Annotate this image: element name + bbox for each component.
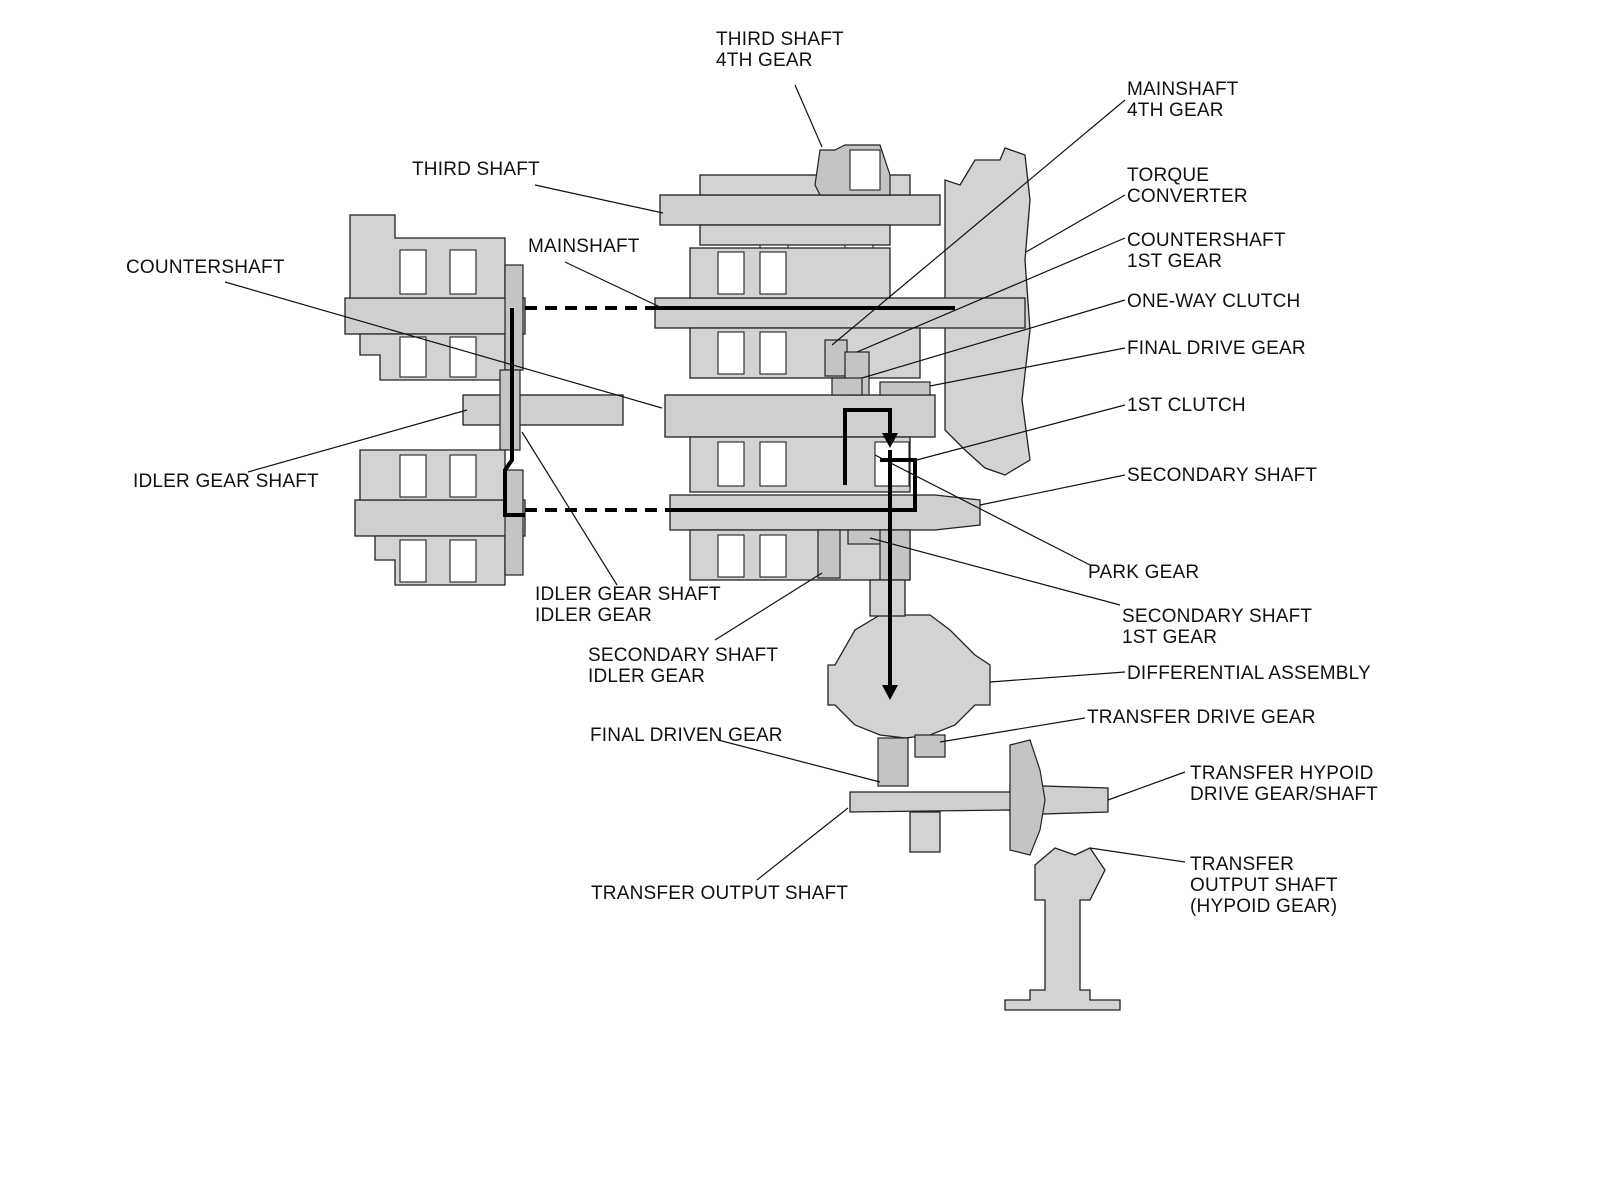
leader-countershaft-1st-gear xyxy=(856,237,1126,353)
left-lower-pack-1 xyxy=(399,454,427,498)
label-first-clutch: 1ST CLUTCH xyxy=(1127,395,1246,416)
label-secondary-shaft-1st-gear: SECONDARY SHAFT 1ST GEAR xyxy=(1122,606,1317,648)
third-shaft-body xyxy=(659,194,941,226)
power-flow-arrowhead-clutch xyxy=(882,433,898,448)
leader-transfer-drive-gear xyxy=(939,717,1086,743)
secondary-shaft-pack-2 xyxy=(759,534,787,578)
label-countershaft: COUNTERSHAFT xyxy=(126,257,285,278)
secondary-shaft-idler-gear xyxy=(817,529,841,579)
leader-differential-assembly xyxy=(989,671,1126,683)
label-idler-gear-shaft: IDLER GEAR SHAFT xyxy=(133,471,319,492)
left-upper-gear-cluster xyxy=(349,214,506,299)
label-idler-gear-shaft-idler-gear: IDLER GEAR SHAFT IDLER GEAR xyxy=(535,584,726,626)
transfer-drive-gear xyxy=(914,734,946,758)
leader-final-driven-gear xyxy=(717,739,881,783)
label-mainshaft: MAINSHAFT xyxy=(528,236,640,257)
left-upper-pack-4 xyxy=(449,336,477,378)
leader-final-drive-gear xyxy=(929,347,1126,387)
left-upper-pack-3 xyxy=(399,336,427,378)
label-countershaft-1st-gear: COUNTERSHAFT 1ST GEAR xyxy=(1127,230,1291,272)
leader-mainshaft-4th-gear xyxy=(831,99,1126,346)
leader-transfer-hypoid-drive-gear-shaft xyxy=(1107,771,1186,801)
park-gear xyxy=(879,529,911,581)
label-one-way-clutch: ONE-WAY CLUTCH xyxy=(1127,291,1300,312)
idler-gear-shaft xyxy=(462,394,624,426)
callout-labels: THIRD SHAFT 4TH GEAR THIRD SHAFT MAINSHA… xyxy=(126,29,1379,917)
left-lower-lower-cluster xyxy=(374,535,506,586)
power-flow-left-vertical xyxy=(503,308,525,517)
countershaft-pack-1 xyxy=(717,441,745,487)
label-third-shaft-4th-gear: THIRD SHAFT 4TH GEAR xyxy=(716,29,849,71)
label-differential-assembly: DIFFERENTIAL ASSEMBLY xyxy=(1127,663,1371,684)
one-way-clutch xyxy=(831,377,863,396)
left-lower-pack-2 xyxy=(449,454,477,498)
leader-one-way-clutch xyxy=(861,299,1126,379)
label-final-drive-gear: FINAL DRIVE GEAR xyxy=(1127,338,1306,359)
transfer-output-shaft xyxy=(849,784,1109,816)
secondary-shaft-pack-1 xyxy=(717,534,745,578)
secondary-shaft-body xyxy=(669,494,981,531)
final-driven-gear xyxy=(877,737,909,787)
left-lower-pack-4 xyxy=(449,539,477,583)
leader-idler-gear-shaft xyxy=(247,409,468,473)
label-mainshaft-4th-gear: MAINSHAFT 4TH GEAR xyxy=(1127,79,1244,121)
mainshaft-pack-1 xyxy=(717,251,745,295)
left-lower-gear-cluster xyxy=(359,449,506,501)
mainshaft-pack-3 xyxy=(717,331,745,375)
mainshaft-body xyxy=(654,297,1026,329)
differential-upper-neck xyxy=(869,579,906,617)
third-shaft-lower-housing xyxy=(699,224,891,246)
countershaft-body xyxy=(664,394,936,438)
left-upper-shaft xyxy=(344,297,526,335)
mainshaft-pack-4 xyxy=(759,331,787,375)
label-torque-converter: TORQUE CONVERTER xyxy=(1127,165,1248,207)
leader-idler-gear-shaft-idler-gear xyxy=(521,431,618,586)
label-third-shaft: THIRD SHAFT xyxy=(412,159,540,180)
countershaft-pack-2 xyxy=(759,441,787,487)
mainshaft-pack-2 xyxy=(759,251,787,295)
power-flow-secondary xyxy=(665,458,917,512)
leader-secondary-shaft xyxy=(979,474,1126,506)
left-upper-pack-2 xyxy=(449,249,477,295)
leader-secondary-shaft-1st-gear xyxy=(869,537,1121,606)
leader-secondary-shaft-idler-gear xyxy=(714,572,823,641)
power-flow-clutch-loop xyxy=(843,408,892,485)
left-lower-shaft xyxy=(354,499,526,537)
power-flow-path xyxy=(503,306,955,700)
transfer-output-shaft-hypoid-gear xyxy=(1004,847,1121,1011)
transfer-hypoid-drive-gear xyxy=(1009,739,1046,856)
leader-first-clutch xyxy=(908,404,1126,463)
differential-assembly xyxy=(827,614,991,739)
leader-mainshaft xyxy=(564,261,661,308)
label-transfer-hypoid-drive-gear-shaft: TRANSFER HYPOID DRIVE GEAR/SHAFT xyxy=(1190,763,1379,805)
transmission-drawing xyxy=(344,144,1121,1011)
mainshaft-4th-gear xyxy=(824,339,848,377)
leader-park-gear xyxy=(874,454,1091,566)
label-transfer-drive-gear: TRANSFER DRIVE GEAR xyxy=(1087,707,1316,728)
leader-torque-converter xyxy=(1025,194,1126,253)
leader-third-shaft-4th-gear xyxy=(794,84,823,148)
label-secondary-shaft: SECONDARY SHAFT xyxy=(1127,465,1317,486)
left-lower-idler-gear xyxy=(504,469,524,576)
label-park-gear: PARK GEAR xyxy=(1088,562,1199,583)
left-upper-pack-1 xyxy=(399,249,427,295)
label-final-driven-gear: FINAL DRIVEN GEAR xyxy=(590,725,783,746)
leader-countershaft xyxy=(224,281,663,409)
left-lower-pack-3 xyxy=(399,539,427,583)
leader-transfer-output-shaft-hypoid-gear xyxy=(1089,847,1186,863)
leader-transfer-output-shaft xyxy=(756,807,849,881)
third-shaft-clutch-pack xyxy=(849,149,881,191)
label-transfer-output-shaft-hypoid-gear: TRANSFER OUTPUT SHAFT (HYPOID GEAR) xyxy=(1190,854,1343,917)
leader-third-shaft xyxy=(534,184,664,214)
leader-lines xyxy=(224,84,1186,881)
label-transfer-output-shaft: TRANSFER OUTPUT SHAFT xyxy=(591,883,848,904)
transfer-output-flange xyxy=(909,811,941,853)
label-secondary-shaft-idler-gear: SECONDARY SHAFT IDLER GEAR xyxy=(588,645,783,687)
final-drive-gear xyxy=(879,381,931,396)
power-flow-arrowhead xyxy=(882,685,898,700)
